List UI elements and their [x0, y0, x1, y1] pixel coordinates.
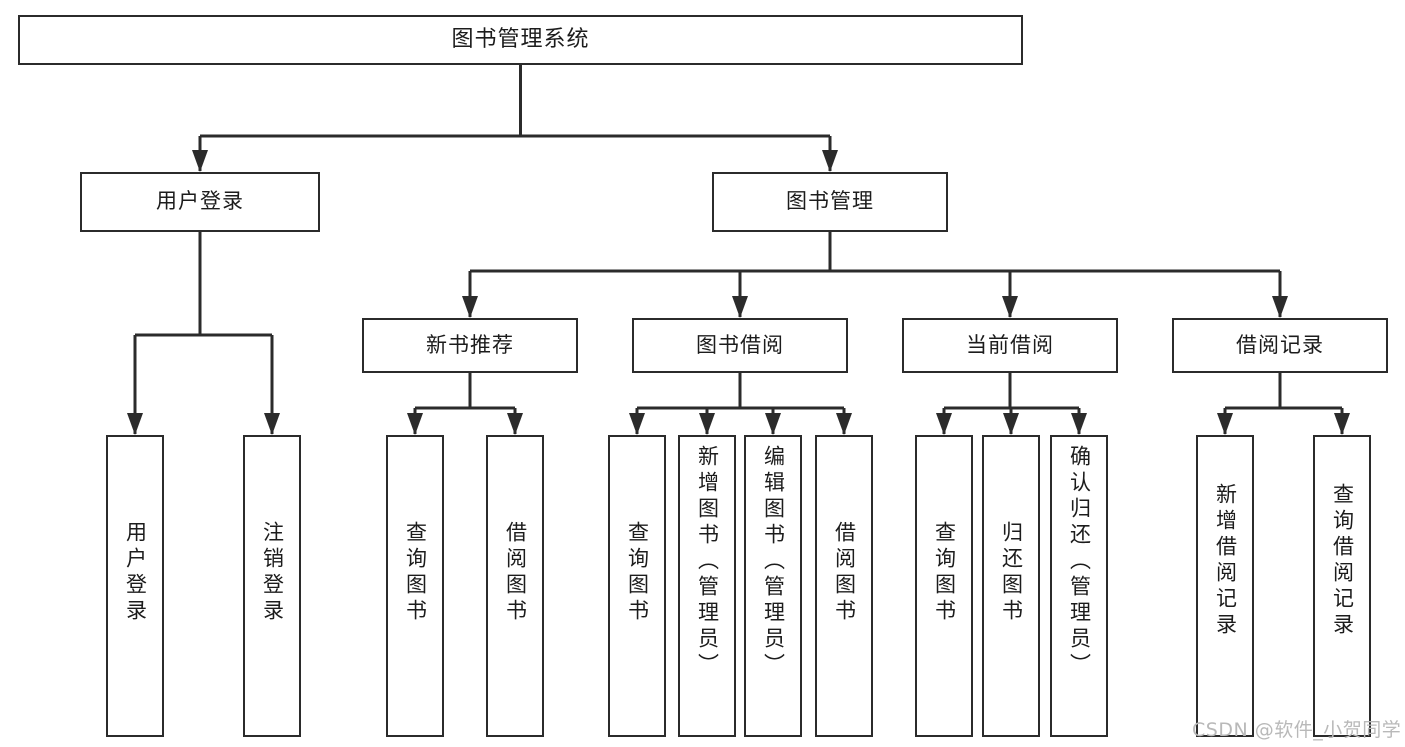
- node-label: 注销登录: [260, 521, 285, 625]
- node-label: 归还图书: [999, 521, 1024, 625]
- node-new-book-rec[interactable]: 新书推荐: [362, 318, 578, 373]
- node-leaf-query-record[interactable]: 查询借阅记录: [1313, 435, 1371, 737]
- node-label: 用户登录: [156, 189, 244, 214]
- node-label: 确认归还（管理员）: [1067, 445, 1092, 679]
- node-leaf-query-book-1[interactable]: 查询图书: [386, 435, 444, 737]
- node-book-borrow[interactable]: 图书借阅: [632, 318, 848, 373]
- node-label: 新书推荐: [426, 332, 514, 357]
- node-label: 编辑图书（管理员）: [761, 445, 786, 679]
- node-label: 查询图书: [932, 521, 957, 625]
- node-current-borrow[interactable]: 当前借阅: [902, 318, 1118, 373]
- node-label: 查询图书: [625, 521, 650, 625]
- node-label: 新增图书（管理员）: [695, 445, 720, 679]
- node-leaf-user-login[interactable]: 用户登录: [106, 435, 164, 737]
- node-leaf-query-book-2[interactable]: 查询图书: [608, 435, 666, 737]
- node-label: 借阅图书: [832, 521, 857, 625]
- node-leaf-confirm-return[interactable]: 确认归还（管理员）: [1050, 435, 1108, 737]
- node-book-manage[interactable]: 图书管理: [712, 172, 948, 232]
- node-leaf-borrow-book-2[interactable]: 借阅图书: [815, 435, 873, 737]
- node-label: 图书管理系统: [451, 26, 590, 52]
- node-leaf-user-logout[interactable]: 注销登录: [243, 435, 301, 737]
- node-user-login[interactable]: 用户登录: [80, 172, 320, 232]
- node-label: 当前借阅: [966, 332, 1054, 357]
- node-leaf-add-record[interactable]: 新增借阅记录: [1196, 435, 1254, 737]
- node-label: 查询借阅记录: [1330, 483, 1355, 639]
- node-label: 借阅图书: [503, 521, 528, 625]
- node-label: 借阅记录: [1236, 332, 1324, 357]
- node-leaf-borrow-book-1[interactable]: 借阅图书: [486, 435, 544, 737]
- csdn-watermark: CSDN @软件_小贺同学: [1192, 719, 1402, 741]
- node-root[interactable]: 图书管理系统: [18, 15, 1023, 65]
- node-label: 用户登录: [123, 521, 148, 625]
- node-label: 图书借阅: [696, 332, 784, 357]
- node-leaf-return-book[interactable]: 归还图书: [982, 435, 1040, 737]
- node-borrow-record[interactable]: 借阅记录: [1172, 318, 1388, 373]
- node-leaf-edit-book[interactable]: 编辑图书（管理员）: [744, 435, 802, 737]
- node-label: 图书管理: [786, 189, 874, 214]
- node-leaf-add-book[interactable]: 新增图书（管理员）: [678, 435, 736, 737]
- node-label: 查询图书: [403, 521, 428, 625]
- node-leaf-query-book-3[interactable]: 查询图书: [915, 435, 973, 737]
- node-label: 新增借阅记录: [1213, 483, 1238, 639]
